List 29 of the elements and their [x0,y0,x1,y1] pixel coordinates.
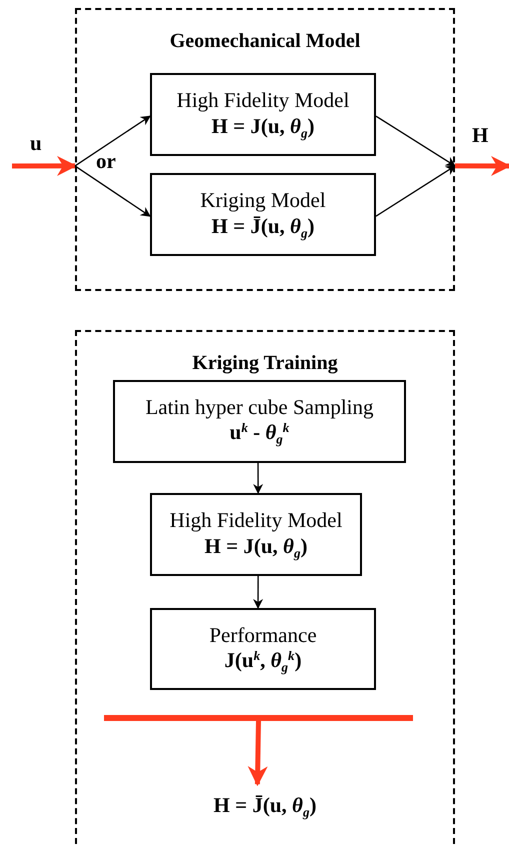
formula: H = J(u, θ$_{g}$) [212,114,314,141]
group-title: Kriging Training [191,352,339,375]
arrow [74,116,151,166]
process-box [150,173,376,256]
dashed-group-box [75,8,455,291]
arrow [12,156,77,176]
box-title: Kriging Model [200,188,326,214]
arrow [376,116,456,166]
process-box [150,493,362,576]
process-box [150,608,376,690]
arrow [74,165,151,217]
arrow [253,576,264,609]
bus-bar [104,715,413,721]
formula: H = J̄(u, θ$_{g}$) [214,793,316,821]
arrow [455,156,509,176]
process-box [150,73,376,156]
box-title: High Fidelity Model [176,88,350,114]
arrow [248,720,268,786]
arrow [253,463,264,494]
formula: J(u$^{k}$, θ$_{g}$$^{k}$) [224,648,302,676]
process-box [113,380,406,463]
box-title: Performance [209,622,317,648]
formula: H = J̄(u, θ$_{g}$) [212,214,314,241]
dashed-group-box [75,330,455,844]
box-title: Latin hyper cube Sampling [145,395,374,420]
formula: H = J(u, θ$_{g}$) [204,534,308,561]
box-title: High Fidelity Model [170,508,342,534]
branch-label: or [96,150,116,174]
group-title: Geomechanical Model [168,30,362,53]
